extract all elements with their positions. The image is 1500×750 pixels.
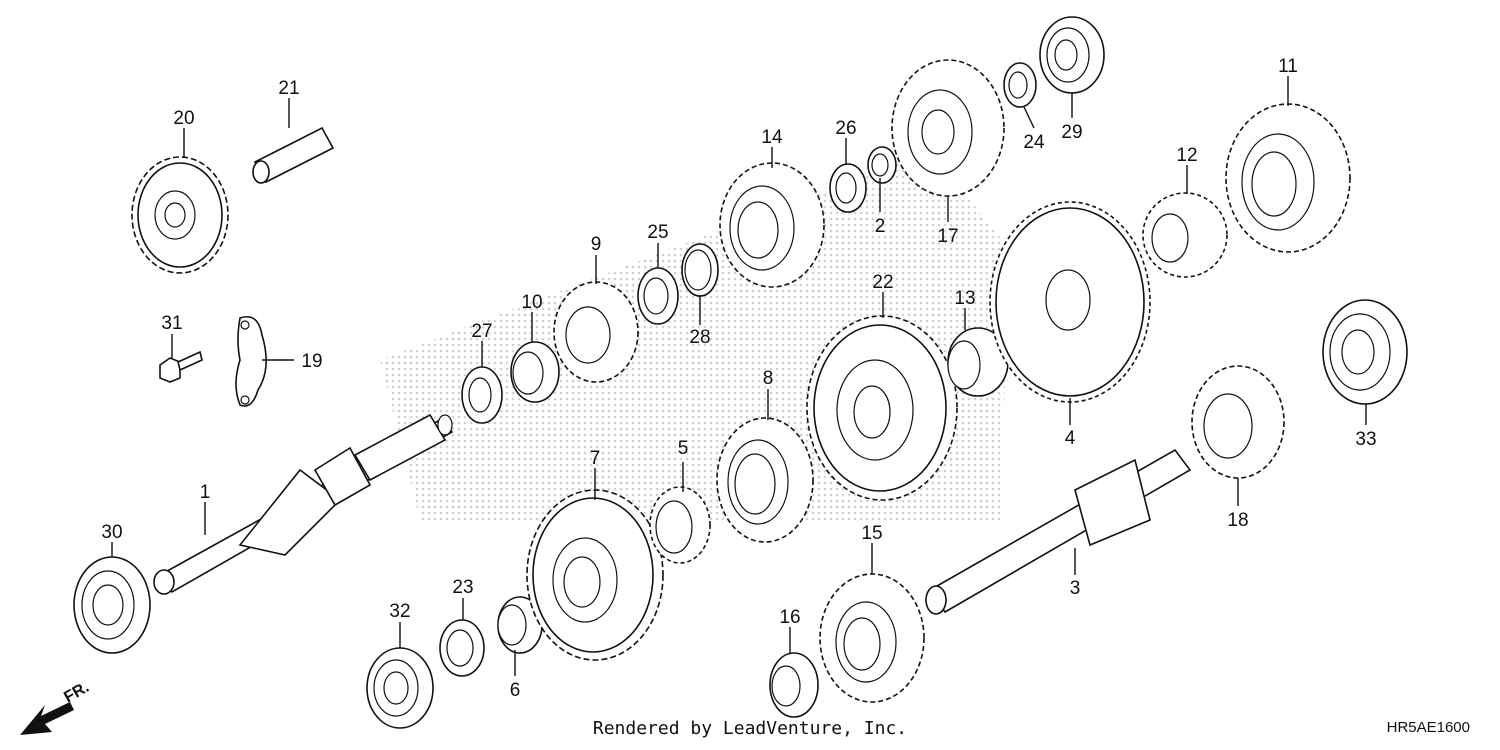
callout-11[interactable]: 11 [1278,56,1298,77]
callout-6[interactable]: 6 [510,680,521,701]
callout-31[interactable]: 31 [161,313,182,334]
callout-16[interactable]: 16 [779,607,800,628]
callout-30[interactable]: 30 [101,522,122,543]
part-20-idle-gear[interactable] [131,156,229,274]
callout-17[interactable]: 17 [937,226,958,247]
part-11-gear[interactable] [1225,103,1351,253]
callout-3[interactable]: 3 [1070,578,1081,599]
callout-24[interactable]: 24 [1023,132,1045,153]
callout-14[interactable]: 14 [761,127,783,148]
part-22-gear[interactable] [806,315,958,501]
part-13-needle-bearing[interactable] [947,327,1009,397]
part-21-idle-gear-shaft[interactable] [252,126,335,184]
callout-2[interactable]: 2 [875,216,886,237]
callout-32[interactable]: 32 [389,601,410,622]
render-credit: Rendered by LeadVenture, Inc. [592,718,908,739]
part-8-shifter-gear[interactable] [716,417,814,543]
callouts: 1 2 3 4 5 6 7 8 9 10 11 12 13 14 15 16 1… [101,56,1376,701]
callout-18[interactable]: 18 [1227,510,1248,531]
part-16-collar[interactable] [769,652,819,718]
callout-21[interactable]: 21 [278,78,299,99]
callout-15[interactable]: 15 [861,523,882,544]
part-24-washer[interactable] [1003,62,1037,108]
part-6-needle-bearing[interactable] [497,596,543,654]
part-29-bearing[interactable] [1039,16,1105,94]
callout-26[interactable]: 26 [835,118,856,139]
callout-12[interactable]: 12 [1176,145,1197,166]
part-3-countershaft[interactable] [925,448,1192,615]
part-4-large-gear[interactable] [989,201,1151,403]
front-direction-arrow [20,702,74,735]
part-27-washer[interactable] [461,366,503,424]
part-5-bushing[interactable] [649,486,711,564]
leader-lines [111,76,1367,676]
callout-7[interactable]: 7 [590,448,601,469]
callout-27[interactable]: 27 [471,321,492,342]
callout-4[interactable]: 4 [1065,428,1076,449]
callout-22[interactable]: 22 [872,272,893,293]
callout-23[interactable]: 23 [452,577,473,598]
part-31-bolt[interactable] [159,350,203,383]
part-14-gear[interactable] [719,162,825,288]
callout-13[interactable]: 13 [954,288,975,309]
callout-10[interactable]: 10 [521,292,542,313]
callout-25[interactable]: 25 [647,222,668,243]
part-17-gear[interactable] [891,59,1005,197]
part-2-collar[interactable] [867,146,897,184]
callout-9[interactable]: 9 [591,234,602,255]
part-28-circlip[interactable] [681,243,719,297]
part-12-bushing[interactable] [1142,192,1228,278]
callout-8[interactable]: 8 [763,368,774,389]
part-15-gear[interactable] [819,573,925,703]
part-30-bearing[interactable] [73,556,151,654]
callout-5[interactable]: 5 [678,438,689,459]
callout-29[interactable]: 29 [1061,122,1082,143]
callout-28[interactable]: 28 [689,327,710,348]
part-32-bearing[interactable] [366,647,434,729]
part-26-washer[interactable] [829,163,867,213]
part-23-washer[interactable] [439,619,485,677]
part-10-bushing[interactable] [510,341,560,403]
part-19-bearing-set-plate[interactable] [235,316,267,407]
part-7-gear[interactable] [526,489,664,661]
callout-33[interactable]: 33 [1355,429,1376,450]
callout-19[interactable]: 19 [301,351,322,372]
part-33-bearing[interactable] [1322,299,1408,405]
diagram-code: HR5AE1600 [1386,719,1470,736]
part-9-gear[interactable] [553,281,639,383]
part-1-mainshaft[interactable] [153,413,454,595]
callout-1[interactable]: 1 [200,482,211,503]
callout-20[interactable]: 20 [173,108,194,129]
part-25-washer[interactable] [637,267,679,325]
part-18-gear[interactable] [1191,365,1285,479]
